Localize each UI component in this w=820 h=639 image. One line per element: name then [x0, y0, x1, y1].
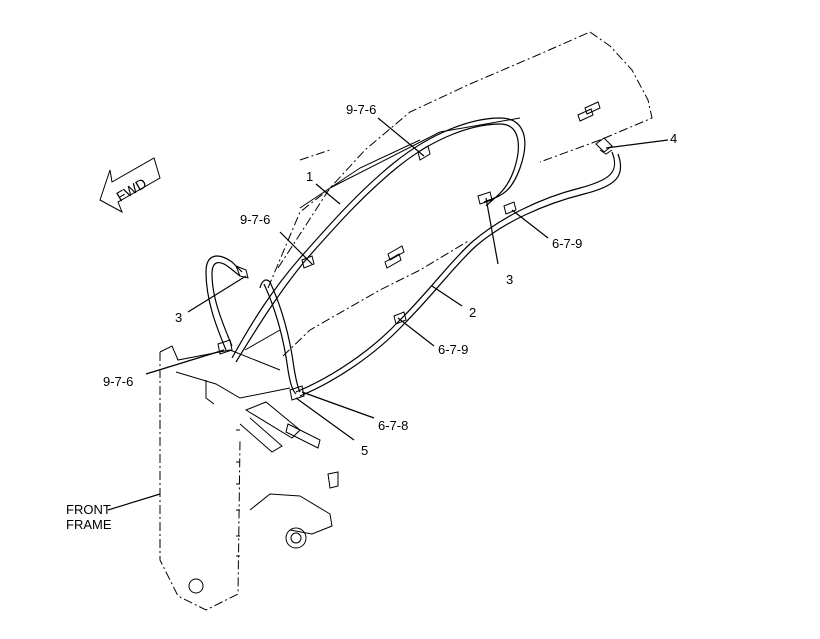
mount-bracket	[239, 401, 339, 549]
label-clip-3-right: 3	[506, 272, 513, 287]
label-6-7-9-mid: 6-7-9	[438, 342, 468, 357]
label-hose-1: 1	[306, 169, 313, 184]
fwd-label: FWD	[114, 175, 150, 205]
hose-2	[295, 151, 622, 397]
fittings	[217, 137, 613, 401]
label-part-5: 5	[361, 443, 368, 458]
hose-1	[231, 117, 526, 363]
label-9-7-6-top: 9-7-6	[346, 102, 376, 117]
label-9-7-6-low: 9-7-6	[103, 374, 133, 389]
front-frame-plate	[159, 345, 291, 611]
hose-left-loop	[205, 255, 301, 395]
label-6-7-9-right: 6-7-9	[552, 236, 582, 251]
label-6-7-8: 6-7-8	[378, 418, 408, 433]
label-9-7-6-mid: 9-7-6	[240, 212, 270, 227]
label-front: FRONT	[66, 502, 111, 517]
label-fitting-4: 4	[670, 131, 677, 146]
label-clip-3-left: 3	[175, 310, 182, 325]
boom-slots	[384, 101, 601, 269]
callout-labels: 9-7-6 1 9-7-6 3 9-7-6 4 3 6-7-9 2 6-7-9 …	[66, 102, 677, 532]
label-frame: FRAME	[66, 517, 112, 532]
label-hose-2: 2	[469, 305, 476, 320]
boom-outline	[244, 31, 653, 357]
fwd-arrow-icon: FWD	[99, 157, 161, 214]
leader-lines	[107, 117, 669, 511]
